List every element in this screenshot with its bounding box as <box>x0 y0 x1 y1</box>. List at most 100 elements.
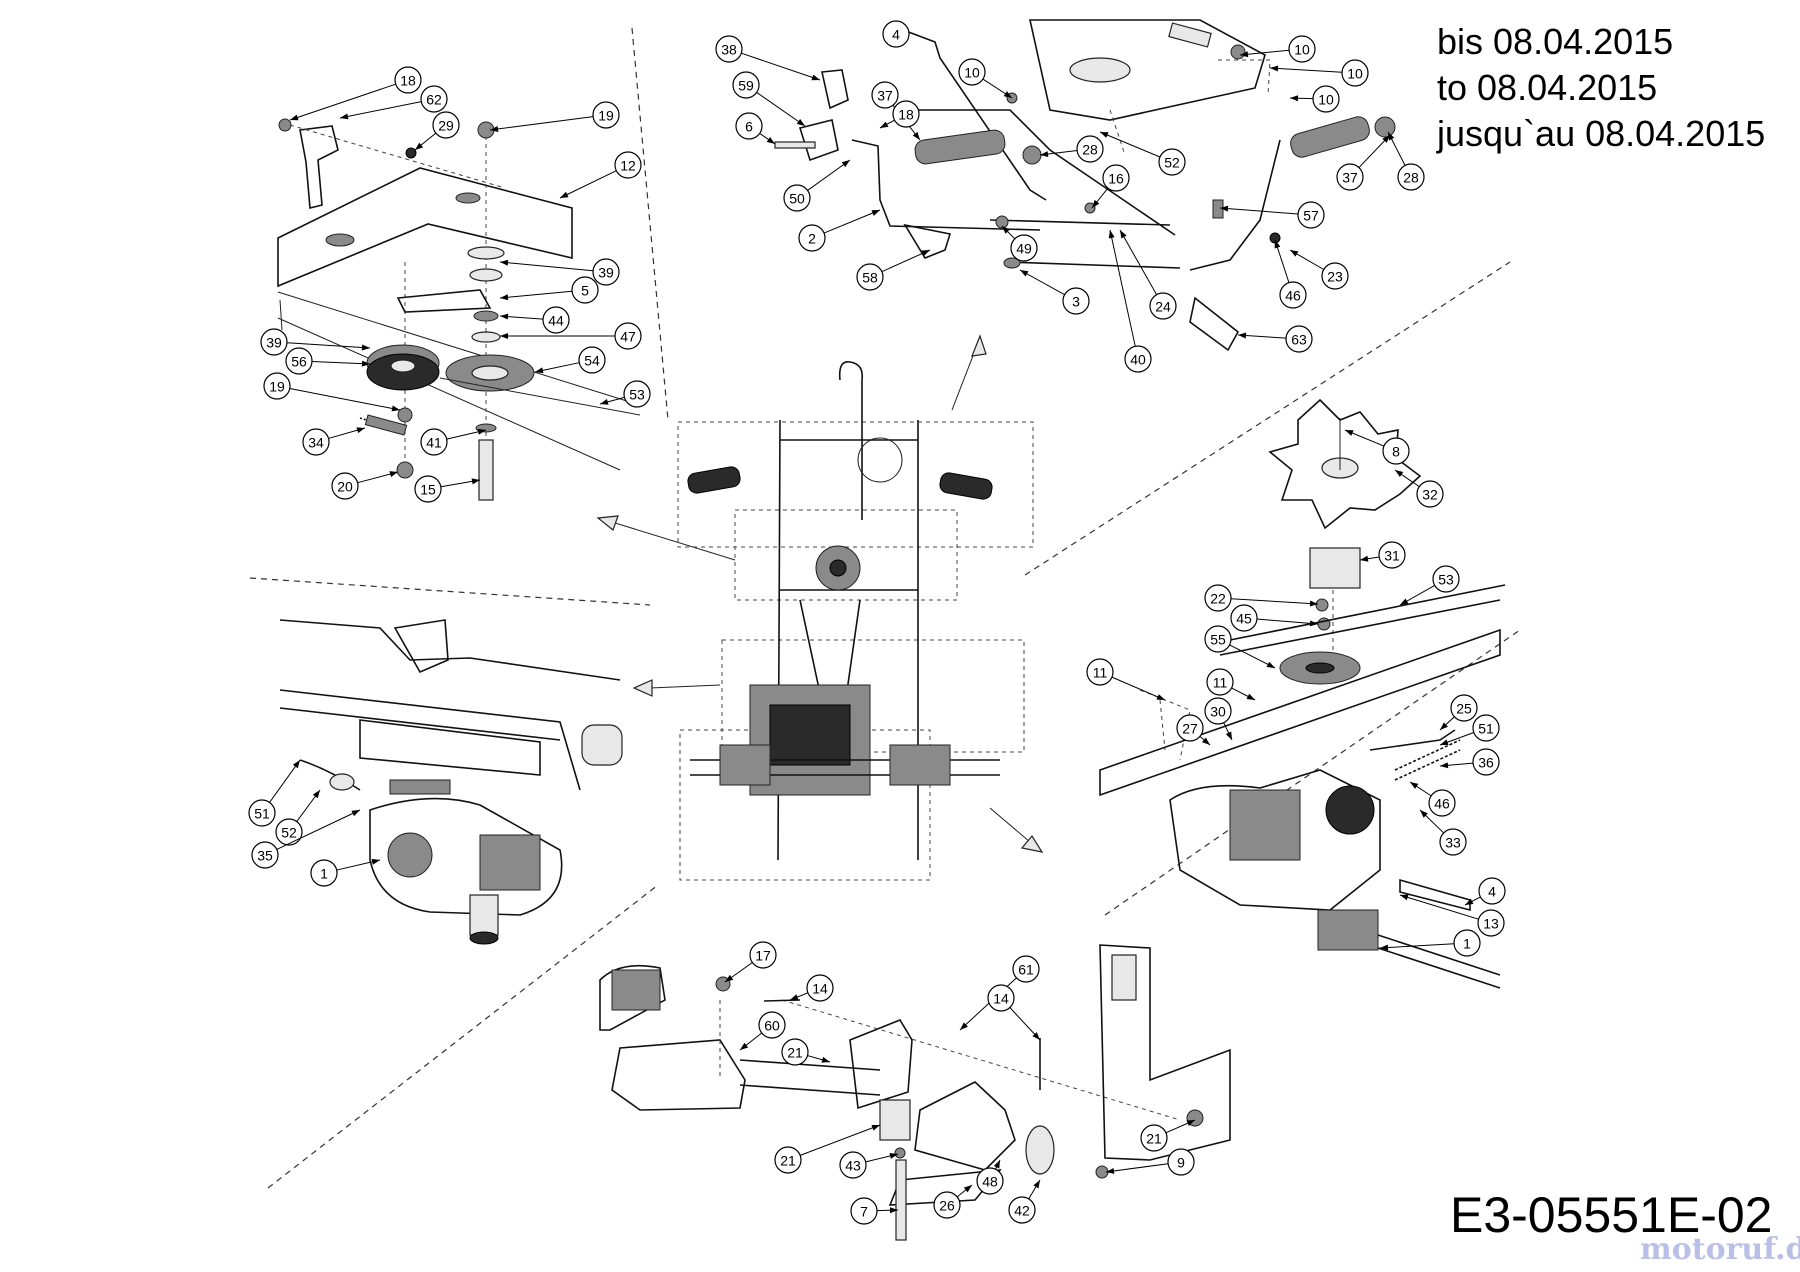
leader-line <box>1256 618 1319 625</box>
frame-boss <box>455 192 481 204</box>
callout-circle <box>1472 748 1500 776</box>
part-number-label: 26 <box>939 1198 955 1214</box>
assembly-axis <box>719 999 1181 1121</box>
part-callout: 7 <box>850 1197 899 1225</box>
view-separators <box>249 27 1521 1189</box>
callout-circle <box>420 428 448 456</box>
part-callout: 4 <box>882 20 910 48</box>
part-number-label: 4 <box>1488 884 1496 900</box>
part-callout: 25 <box>1439 694 1478 731</box>
leader-arrowhead <box>1400 598 1409 605</box>
transaxle-section <box>599 964 666 1031</box>
leader-arrowhead <box>361 344 370 351</box>
idler-arm-5 <box>396 289 492 313</box>
washer-29 <box>405 147 417 159</box>
part-number-label: 40 <box>1130 352 1146 368</box>
callout-circle <box>1397 163 1425 191</box>
part-number-label: 32 <box>1422 487 1438 503</box>
transaxle-housing <box>479 834 541 891</box>
callout-circle <box>1102 164 1130 192</box>
leader-line <box>1237 334 1287 339</box>
belt-loop <box>838 361 864 520</box>
separator-line <box>1024 261 1511 576</box>
part-callout: 44 <box>499 306 570 334</box>
callout-circle <box>1288 35 1316 63</box>
part-callout: 30 <box>1204 697 1233 741</box>
part-callout: 1 <box>310 858 381 887</box>
leader-arrowhead <box>1388 132 1395 141</box>
spacer-31 <box>1309 547 1361 589</box>
axle-shaft <box>469 894 499 936</box>
leader-arrowhead <box>1420 810 1428 818</box>
pulley-hub <box>829 559 847 577</box>
part-number-label: 16 <box>1108 171 1124 187</box>
part-number-label: 28 <box>1403 170 1419 186</box>
plate-58 <box>903 223 952 259</box>
callout-circle <box>783 184 811 212</box>
transaxle-housing <box>1229 789 1301 861</box>
part-callout: 29 <box>414 111 460 151</box>
part-callout: 8 <box>1344 429 1410 465</box>
leader-arrowhead <box>560 191 569 198</box>
part-number-label: 4 <box>892 27 900 43</box>
leader-arrowhead <box>471 478 480 485</box>
part-number-label: 23 <box>1327 269 1343 285</box>
nut-22 <box>1315 598 1329 612</box>
leader-arrowhead <box>356 427 365 434</box>
washer-16 <box>1084 202 1096 214</box>
bushing-57 <box>1212 199 1224 219</box>
part-callout: 54 <box>534 346 606 374</box>
drive-belt-53 <box>439 377 641 416</box>
callout-circle <box>856 263 884 291</box>
part-number-label: 14 <box>812 981 828 997</box>
part-callout: 3 <box>1019 269 1090 315</box>
part-callout: 28 <box>1039 135 1104 163</box>
part-callout: 18 <box>289 66 422 121</box>
bolt-15 <box>478 439 494 501</box>
pedal-grip <box>939 472 993 500</box>
bushing-48 <box>1025 1125 1055 1175</box>
leader-arrowhead <box>811 74 820 81</box>
callout-circle <box>987 984 1015 1012</box>
callout-circle <box>394 66 422 94</box>
nut-20 <box>396 461 414 479</box>
callout-circle <box>310 859 338 887</box>
part-number-label: 34 <box>308 435 324 451</box>
transaxle-gear <box>1325 785 1375 835</box>
part-callout: 46 <box>1274 239 1307 309</box>
part-number-label: 53 <box>629 387 645 403</box>
part-number-label: 22 <box>1210 591 1226 607</box>
part-number-label: 15 <box>420 482 436 498</box>
leader-arrowhead <box>1290 95 1299 102</box>
callout-circle <box>933 1191 961 1219</box>
leader-arrowhead <box>1465 898 1474 905</box>
leader-line <box>1111 676 1166 701</box>
part-callout: 16 <box>1091 164 1130 209</box>
leader-line <box>741 52 821 81</box>
leader-line <box>1399 894 1479 920</box>
part-number-label: 6 <box>745 119 753 135</box>
axle-shaft <box>1377 934 1501 989</box>
part-number-label: 14 <box>993 991 1009 1007</box>
leader-arrowhead <box>490 125 499 132</box>
part-callout: 48 <box>976 1159 1004 1195</box>
callout-circle <box>432 111 460 139</box>
leader-line <box>1105 1163 1169 1173</box>
leader-arrowhead <box>921 250 930 257</box>
part-number-label: 52 <box>1164 155 1180 171</box>
top-center-view-pedal-linkage <box>774 19 1396 352</box>
leader-line <box>1229 644 1276 669</box>
callout-circle <box>1008 1196 1036 1224</box>
pulley-hub <box>471 365 509 381</box>
leader-line <box>799 1124 881 1156</box>
leader-arrowhead <box>1400 894 1409 901</box>
part-callout: 55 <box>1204 625 1276 669</box>
leader-line <box>1230 598 1319 605</box>
leader-line <box>1109 229 1136 347</box>
leader-arrowhead <box>1274 240 1281 249</box>
part-number-label: 37 <box>877 88 893 104</box>
callout-circle <box>592 258 620 286</box>
leader-arrowhead <box>1246 693 1255 700</box>
leader-arrowhead <box>535 367 544 374</box>
leader-arrowhead <box>500 333 508 339</box>
